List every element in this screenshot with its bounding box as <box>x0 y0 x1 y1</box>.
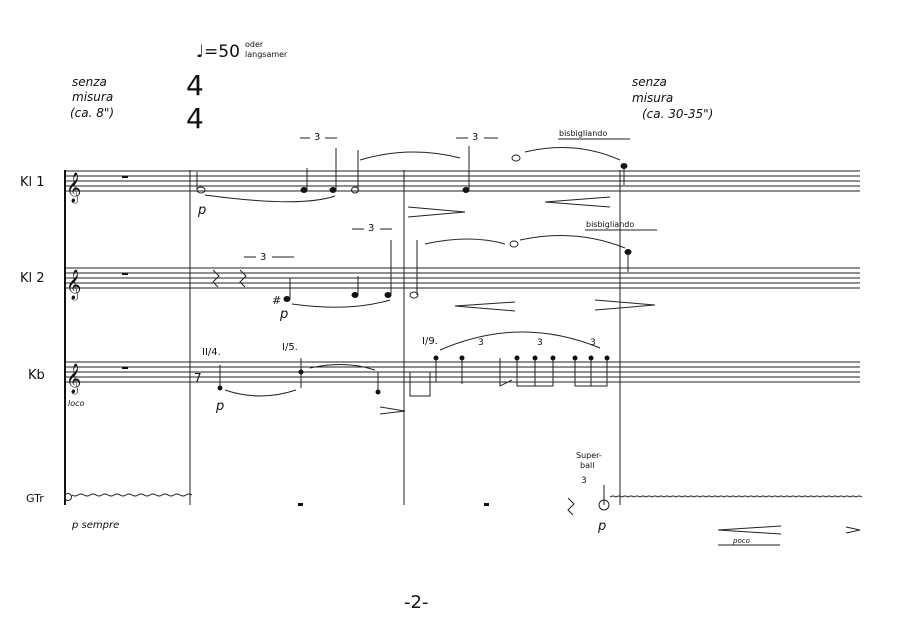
instrument-label-kl1: Kl 1 <box>20 175 45 190</box>
svg-text:senza: senza <box>632 75 667 89</box>
instrument-label-kb: Kb <box>28 368 45 383</box>
tuplet-markings: 3 3 3 3 3 3 3 3 <box>244 132 596 486</box>
instrument-label-gtr: GTr <box>26 492 44 505</box>
svg-text:4: 4 <box>186 102 204 135</box>
tempo-marking: ♩=50 oder langsamer <box>196 40 288 62</box>
position-marking: I/9. <box>422 336 438 347</box>
tremolo-line <box>71 493 193 497</box>
rest <box>122 367 128 369</box>
svg-text:3: 3 <box>472 132 478 143</box>
superball-marking: Super- <box>576 451 602 460</box>
p-sempre-marking: p sempre <box>71 520 119 531</box>
kb-notes: 7 <box>194 331 610 415</box>
svg-text:misura: misura <box>72 90 113 104</box>
time-signature: 4 4 <box>186 69 204 135</box>
dynamic-p: p <box>215 399 224 414</box>
svg-text:3: 3 <box>537 338 543 348</box>
svg-text:3: 3 <box>314 132 320 143</box>
rest <box>122 273 128 275</box>
dynamic-p: p <box>197 203 206 218</box>
treble-clef-icon: 𝄞 <box>66 172 81 204</box>
treble-clef-icon: 𝄞 <box>66 363 81 395</box>
kl1-notes <box>196 146 628 218</box>
svg-text:(ca. 8"): (ca. 8") <box>70 106 114 120</box>
tremolo-line <box>609 495 863 498</box>
svg-text:3: 3 <box>368 223 374 234</box>
svg-text:senza: senza <box>72 75 107 89</box>
staves <box>65 170 863 498</box>
svg-text:4: 4 <box>186 69 204 102</box>
instrument-label-kl2: Kl 2 <box>20 271 45 286</box>
svg-text:7: 7 <box>194 371 202 385</box>
bisbigliando-marking: bisbigliando <box>559 129 607 138</box>
kl2-notes: # <box>212 235 656 312</box>
position-marking: II/4. <box>202 347 221 358</box>
superball-marking: ball <box>580 461 594 470</box>
svg-text:♩=50: ♩=50 <box>196 42 240 62</box>
svg-text:langsamer: langsamer <box>245 50 288 59</box>
treble-clef-icon: 𝄞 <box>66 269 81 301</box>
svg-text:(ca. 30-35"): (ca. 30-35") <box>642 107 713 121</box>
bisbigliando-marking: bisbigliando <box>586 220 634 229</box>
svg-text:#: # <box>272 294 281 307</box>
rest <box>298 503 303 506</box>
rest <box>484 503 489 506</box>
svg-text:3: 3 <box>260 252 266 263</box>
loco-marking: loco <box>68 399 85 408</box>
poco-marking: poco <box>732 537 750 545</box>
dynamic-p: p <box>597 519 606 534</box>
gtr-notes <box>64 485 861 535</box>
rest <box>122 176 128 178</box>
senza-misura-2: senza misura (ca. 30-35") <box>632 75 713 121</box>
svg-text:3: 3 <box>581 476 587 486</box>
position-marking: I/5. <box>282 342 298 353</box>
page-number: -2- <box>404 592 428 613</box>
svg-text:oder: oder <box>245 40 264 49</box>
dynamic-p: p <box>279 307 288 322</box>
svg-text:3: 3 <box>590 338 596 348</box>
senza-misura-1: senza misura (ca. 8") <box>70 75 114 120</box>
svg-text:misura: misura <box>632 91 673 105</box>
svg-text:3: 3 <box>478 338 484 348</box>
